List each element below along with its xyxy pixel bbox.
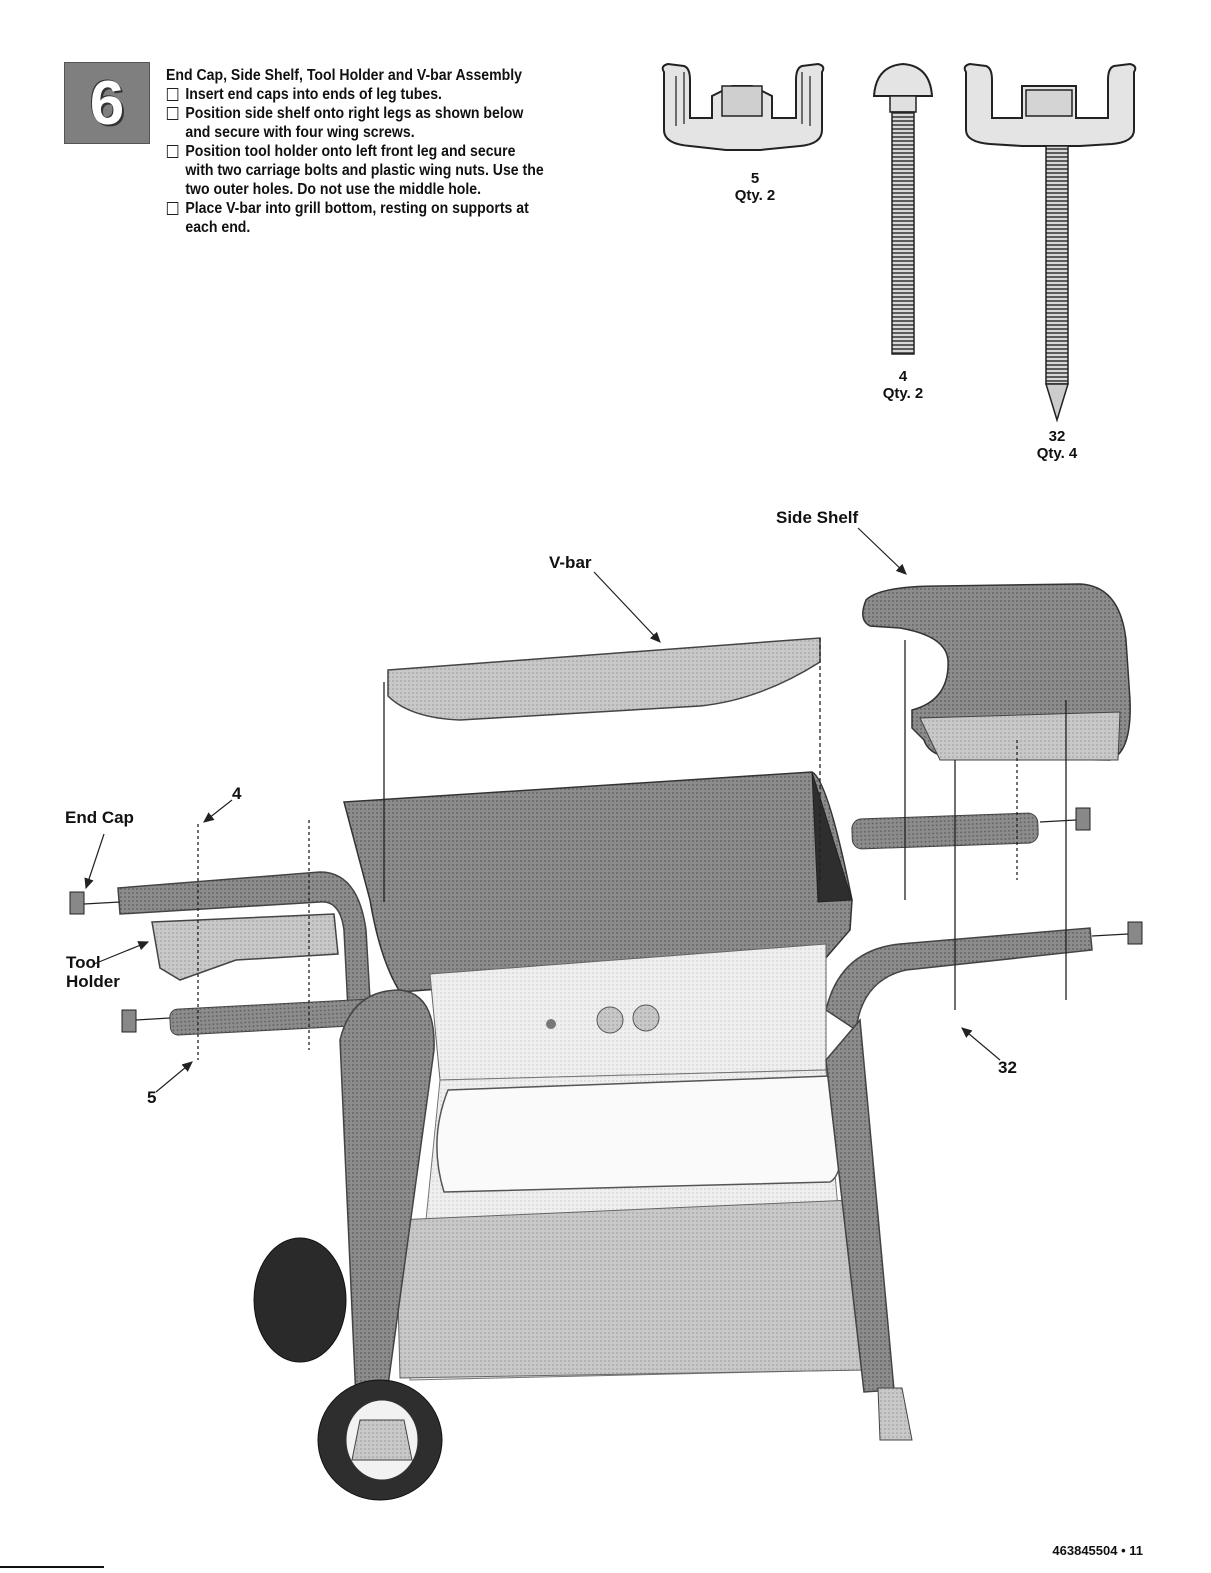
instruction-item: Insert end caps into ends of leg tubes. — [166, 85, 544, 104]
checkbox-icon[interactable] — [166, 88, 179, 101]
assembly-guide-lines — [83, 638, 1129, 1060]
cart-legs — [339, 989, 913, 1441]
instructions-block: End Cap, Side Shelf, Tool Holder and V-b… — [166, 66, 544, 237]
checkbox-icon[interactable] — [166, 202, 179, 215]
callout-leaders — [84, 527, 1001, 1093]
instruction-item: Position side shelf onto right legs as s… — [166, 104, 544, 142]
side-shelf — [862, 583, 1131, 761]
step-number: 6 — [89, 68, 125, 138]
part-5-callout: 5 — [147, 1088, 157, 1107]
bottom-rule — [0, 1566, 104, 1568]
grill-bowl — [343, 771, 853, 993]
part-32-callout: 32 — [998, 1058, 1017, 1077]
carriage-bolt-icon — [872, 62, 934, 355]
instructions-title: End Cap, Side Shelf, Tool Holder and V-b… — [166, 67, 522, 84]
v-bar — [387, 637, 821, 721]
side-shelf-callout: Side Shelf — [776, 508, 859, 527]
v-bar-callout: V-bar — [549, 553, 592, 572]
part-32-label: 32 Qty. 4 — [1036, 428, 1078, 462]
wheels — [253, 1237, 443, 1501]
instructions-list: Insert end caps into ends of leg tubes. … — [166, 85, 544, 237]
part-4-label: 4 Qty. 2 — [882, 368, 924, 402]
end-cap-icons — [69, 807, 1143, 1033]
tool-holder-callout: Tool Holder — [66, 953, 120, 991]
checkbox-icon[interactable] — [166, 107, 179, 120]
wing-screw-icon — [963, 62, 1137, 423]
part-4-callout: 4 — [232, 784, 242, 803]
right-rails — [825, 812, 1093, 1032]
wing-nut-icon — [661, 62, 825, 151]
part-5-label: 5 Qty. 2 — [734, 170, 776, 204]
step-number-badge: 6 — [64, 62, 150, 144]
cart-body — [395, 943, 869, 1381]
instruction-item: Place V-bar into grill bottom, resting o… — [166, 199, 544, 237]
instruction-item: Position tool holder onto left front leg… — [166, 142, 544, 199]
tool-holder — [151, 913, 339, 981]
checkbox-icon[interactable] — [166, 145, 179, 158]
page-reference: 463845504 • 11 — [1052, 1543, 1143, 1558]
end-cap-callout: End Cap — [65, 808, 134, 827]
